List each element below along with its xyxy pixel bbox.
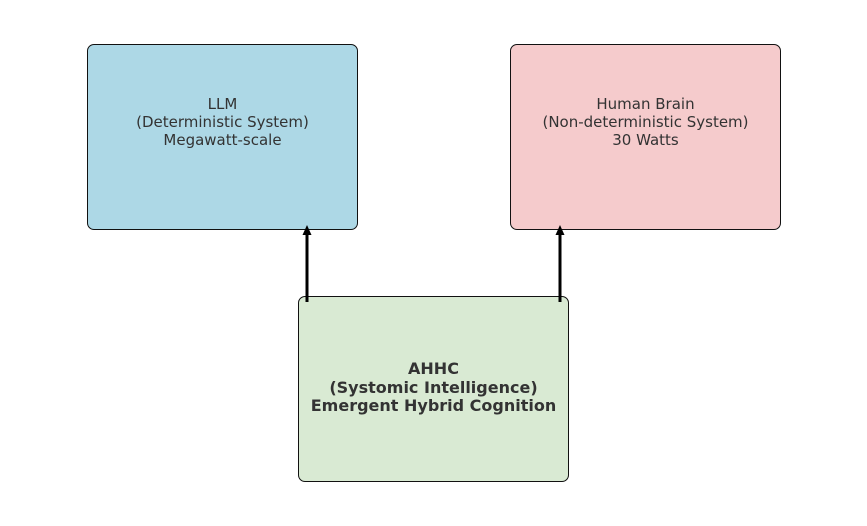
human-brain-node-text: Human Brain (Non-deterministic System) 3…: [542, 95, 748, 149]
ahhc-title: AHHC: [408, 359, 459, 379]
ahhc-node-text: AHHC (Systomic Intelligence) Emergent Hy…: [311, 360, 557, 416]
edge-ahhc-to-llm: [302, 225, 312, 302]
ahhc-node: AHHC (Systomic Intelligence) Emergent Hy…: [298, 296, 569, 482]
llm-scale: Megawatt-scale: [163, 131, 282, 149]
llm-node: LLM (Deterministic System) Megawatt-scal…: [87, 44, 358, 230]
ahhc-description: Emergent Hybrid Cognition: [310, 396, 557, 416]
human-brain-power: 30 Watts: [612, 131, 679, 149]
human-brain-subtitle: (Non-deterministic System): [542, 113, 749, 131]
llm-node-text: LLM (Deterministic System) Megawatt-scal…: [136, 95, 309, 149]
llm-title: LLM: [207, 95, 238, 113]
llm-subtitle: (Deterministic System): [136, 113, 309, 131]
ahhc-subtitle: (Systomic Intelligence): [329, 377, 538, 397]
edge-ahhc-to-brain: [555, 225, 565, 302]
human-brain-title: Human Brain: [596, 95, 695, 113]
human-brain-node: Human Brain (Non-deterministic System) 3…: [510, 44, 781, 230]
